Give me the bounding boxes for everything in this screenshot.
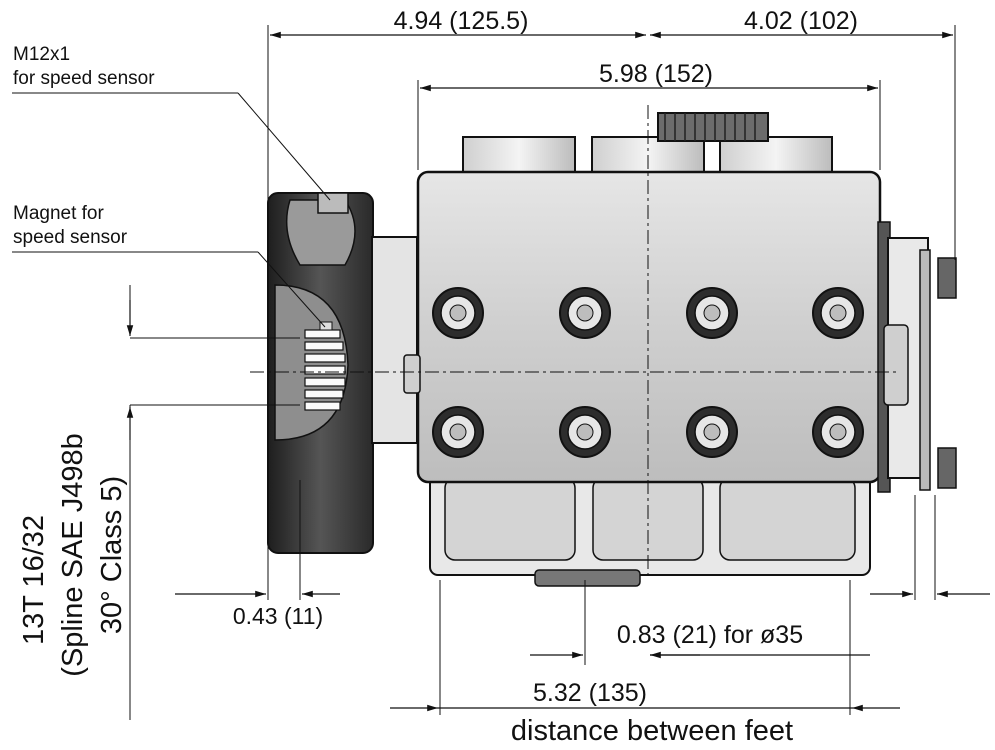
spline-line1: 13T 16/32	[18, 515, 50, 645]
dim-feet-distance: 5.32 (135)	[533, 679, 647, 707]
bolt-head	[559, 287, 611, 339]
leader-lines	[12, 92, 331, 328]
dim-feet-caption: distance between feet	[511, 715, 793, 747]
callout-magnet-line1: Magnet for	[13, 203, 104, 224]
spline-line2: (Spline SAE J498b	[57, 433, 89, 676]
spline-line3: 30° Class 5)	[96, 476, 128, 634]
dim-hub-offset: 0.43 (11)	[233, 603, 323, 629]
drive-hub	[267, 192, 418, 554]
bolt-head	[432, 406, 484, 458]
bolt-head	[812, 406, 864, 458]
center-lines	[250, 105, 900, 580]
bolt-head	[812, 287, 864, 339]
magnet	[319, 321, 333, 331]
dim-overall-width: 5.98 (152)	[599, 60, 713, 88]
bolt-head	[686, 287, 738, 339]
bolt-head	[432, 287, 484, 339]
spline-teeth	[304, 329, 346, 411]
dim-top-right: 4.02 (102)	[744, 7, 858, 35]
speed-sensor-port	[317, 192, 349, 214]
dim-foot-hole: 0.83 (21) for ø35	[617, 621, 803, 649]
extension-lines	[129, 25, 956, 720]
spline-spec: 13T 16/32 (Spline SAE J498b 30° Class 5)	[18, 433, 128, 676]
callout-thread-line2: for speed sensor	[13, 68, 155, 89]
callout-thread-line1: M12x1	[13, 44, 70, 65]
dimension-lines	[126, 31, 990, 712]
callout-magnet-line2: speed sensor	[13, 227, 128, 248]
manifold-body	[403, 170, 957, 587]
bolt-heads	[432, 287, 864, 458]
dim-top-left: 4.94 (125.5)	[394, 7, 529, 35]
bolt-head	[559, 406, 611, 458]
bolt-head	[686, 406, 738, 458]
